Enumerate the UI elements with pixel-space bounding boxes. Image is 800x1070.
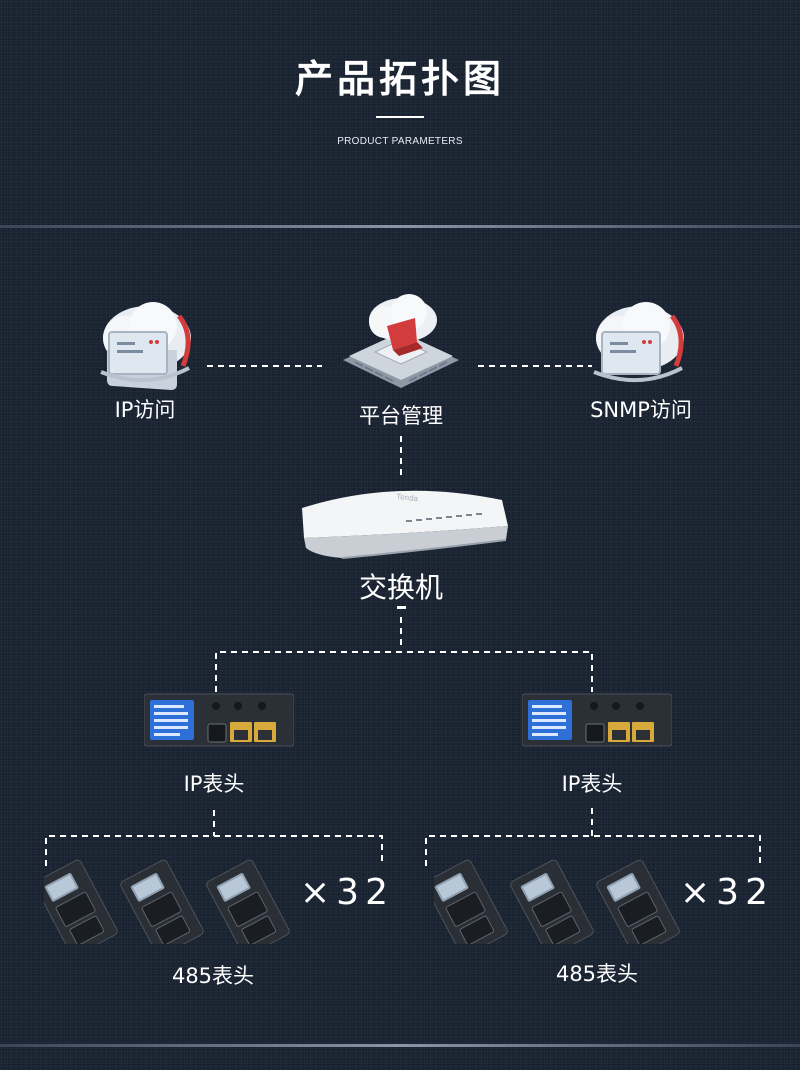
snmp-access-label: SNMP访问: [590, 398, 692, 422]
page-subtitle: PRODUCT PARAMETERS: [337, 136, 463, 147]
network-switch-icon: Tenda: [302, 490, 508, 559]
platform-label: 平台管理: [359, 404, 443, 428]
cloud-computer-icon: [100, 302, 191, 390]
rs485-meter-icon: [594, 858, 682, 944]
link-switch-ipmeters: [215, 651, 593, 692]
top-divider: [0, 225, 800, 228]
switch-label: 交换机: [358, 571, 443, 604]
rs485-right-label: 485表头: [555, 962, 639, 986]
ip-meter-right-label: IP表头: [561, 772, 623, 796]
cloud-computer-icon: [593, 302, 684, 382]
rs485-meter-icon: [204, 858, 292, 944]
ip-meter-left-label: IP表头: [183, 772, 245, 796]
platform-chip-icon: [343, 294, 459, 388]
bottom-divider: [0, 1044, 800, 1047]
rs485-meter-icon: [118, 858, 206, 944]
multiplier-left: ×32: [300, 872, 394, 913]
switch-port-mark: [397, 606, 406, 609]
switch-brand-text: Tenda: [396, 492, 419, 503]
ip-meter-device-icon: [522, 693, 672, 747]
rs485-meter-icon: [44, 858, 120, 944]
title-underline: [376, 116, 424, 118]
link-right-485-bus: [425, 835, 761, 866]
rs485-left-label: 485表头: [171, 964, 255, 988]
rs485-meter-group-right: [434, 858, 682, 944]
ip-access-label: IP访问: [114, 398, 176, 422]
multiplier-right: ×32: [680, 872, 774, 913]
rs485-meter-group-left: [44, 858, 292, 944]
rs485-meter-icon: [434, 858, 510, 944]
page-title: 产品拓扑图: [294, 57, 505, 101]
ip-meter-device-icon: [144, 693, 294, 747]
link-left-485-bus: [45, 835, 383, 866]
rs485-meter-icon: [508, 858, 596, 944]
